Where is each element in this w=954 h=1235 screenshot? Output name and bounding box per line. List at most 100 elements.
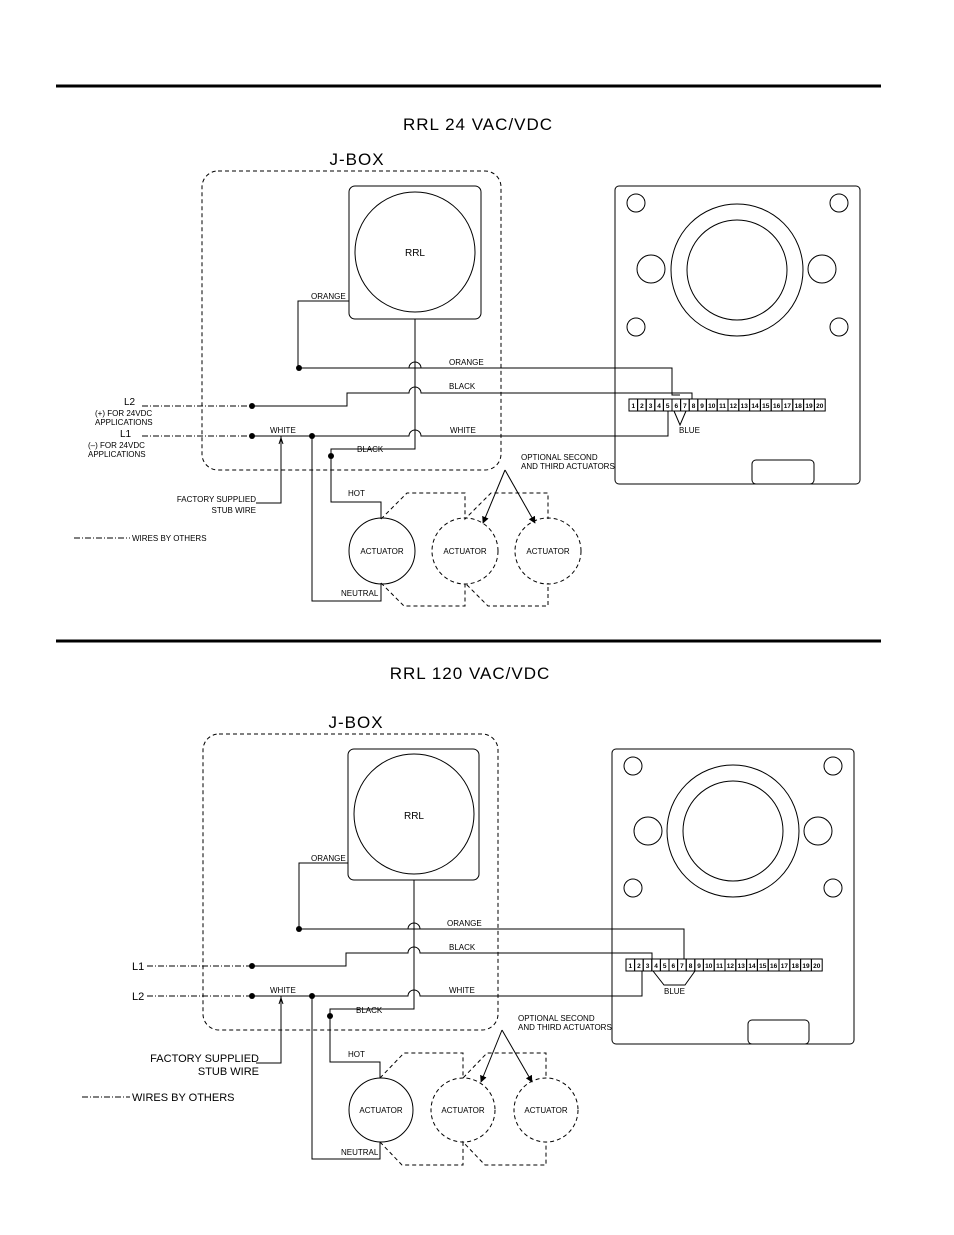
- rrl-label: RRL: [404, 811, 424, 822]
- rrl-label: RRL: [405, 248, 425, 259]
- terminal-label: 16: [770, 963, 778, 970]
- terminal-label: 18: [792, 963, 800, 970]
- terminal-label: 20: [813, 963, 821, 970]
- terminal-label: 13: [741, 403, 749, 410]
- terminal-label: 20: [816, 403, 824, 410]
- wire-label-white-left: WHITE: [270, 986, 296, 995]
- line-b-note-2: APPLICATIONS: [88, 450, 146, 459]
- terminal-label: 16: [773, 403, 781, 410]
- terminal-label: 11: [719, 403, 726, 410]
- terminal-label: 7: [680, 963, 684, 970]
- svg-text:ACTUATOR: ACTUATOR: [360, 547, 403, 556]
- jbox-label: J-BOX: [328, 713, 383, 732]
- actuator-3: ACTUATOR: [513, 1077, 579, 1143]
- jbox-outline: [201, 170, 502, 471]
- optional-note-1: OPTIONAL SECOND: [518, 1014, 595, 1023]
- terminal-label: 15: [759, 963, 767, 970]
- terminal-label: 5: [663, 963, 667, 970]
- actuator-3: ACTUATOR: [514, 517, 582, 585]
- optional-note-1: OPTIONAL SECOND: [521, 453, 598, 462]
- line-a-note-2: APPLICATIONS: [95, 418, 153, 427]
- terminal-label: 15: [762, 403, 770, 410]
- wire-label-white-left: WHITE: [270, 426, 296, 435]
- terminal-label: 9: [697, 963, 701, 970]
- terminal-label: 4: [657, 403, 661, 410]
- terminal-label: 12: [730, 403, 738, 410]
- terminal-label: 2: [640, 403, 644, 410]
- line-b-label: L1: [120, 429, 132, 440]
- terminal-label: 3: [646, 963, 650, 970]
- wiring: [82, 862, 696, 1166]
- svg-text:ACTUATOR: ACTUATOR: [524, 1106, 567, 1115]
- wire-label-orange: ORANGE: [447, 919, 482, 928]
- terminal-label: 11: [716, 963, 723, 970]
- wire-label-neutral: NEUTRAL: [341, 1148, 379, 1157]
- terminal-label: 9: [700, 403, 704, 410]
- terminal-label: 13: [738, 963, 746, 970]
- wire-label-orange: ORANGE: [449, 358, 484, 367]
- wires-by-others: WIRES BY OTHERS: [132, 1092, 234, 1104]
- terminal-label: 2: [637, 963, 641, 970]
- actuator-2: ACTUATOR: [431, 517, 499, 585]
- wire-label-hot: HOT: [348, 1050, 365, 1059]
- wire-label-black-lower: BLACK: [356, 1006, 383, 1015]
- terminal-20: [810, 958, 823, 972]
- wire-label-orange-top: ORANGE: [311, 292, 346, 301]
- wire-label-white: WHITE: [449, 986, 475, 995]
- wire-label-white: WHITE: [450, 426, 476, 435]
- terminal-20: [813, 398, 826, 412]
- terminal-label: 10: [705, 963, 713, 970]
- terminal-label: 6: [671, 963, 675, 970]
- wire-label-neutral: NEUTRAL: [341, 589, 379, 598]
- svg-text:ACTUATOR: ACTUATOR: [443, 547, 486, 556]
- optional-note-2: AND THIRD ACTUATORS: [518, 1023, 612, 1032]
- wires-by-others: WIRES BY OTHERS: [132, 534, 207, 543]
- terminal-label: 14: [751, 403, 759, 410]
- terminal-label: 1: [628, 963, 632, 970]
- terminal-label: 5: [666, 403, 670, 410]
- wire-label-orange-top: ORANGE: [311, 854, 346, 863]
- line-a-label: L2: [124, 397, 136, 408]
- jbox-outline: [202, 733, 499, 1031]
- terminal-label: 8: [692, 403, 696, 410]
- terminal-label: 17: [781, 963, 789, 970]
- factory-note-2: STUB WIRE: [198, 1066, 259, 1078]
- svg-text:ACTUATOR: ACTUATOR: [526, 547, 569, 556]
- terminal-label: 19: [805, 403, 813, 410]
- line-a-label: L1: [132, 961, 144, 973]
- controller-board: [611, 748, 855, 1045]
- factory-note-1: FACTORY SUPPLIED: [177, 495, 256, 504]
- terminal-label: 6: [674, 403, 678, 410]
- terminal-label: 1: [631, 403, 635, 410]
- rrl-circle: [353, 753, 475, 875]
- wiring: [74, 300, 693, 607]
- actuator-2: ACTUATOR: [430, 1077, 496, 1143]
- actuator-1: ACTUATOR: [348, 517, 416, 585]
- line-b-note-1: (–) FOR 24VDC: [88, 441, 145, 450]
- terminal-label: 7: [683, 403, 687, 410]
- terminal-label: 4: [654, 963, 658, 970]
- wire-label-hot: HOT: [348, 489, 365, 498]
- wire-label-blue: BLUE: [664, 987, 685, 996]
- terminal-label: 17: [784, 403, 792, 410]
- wire-label-black: BLACK: [449, 943, 476, 952]
- controller-board: [614, 185, 861, 485]
- factory-note-2: STUB WIRE: [212, 506, 256, 515]
- svg-text:ACTUATOR: ACTUATOR: [441, 1106, 484, 1115]
- diagram-title: RRL 24 VAC/VDC: [403, 115, 553, 134]
- wire-label-blue: BLUE: [679, 426, 700, 435]
- terminal-label: 8: [689, 963, 693, 970]
- terminal-label: 3: [649, 403, 653, 410]
- wire-label-black-lower: BLACK: [357, 445, 384, 454]
- line-a-note-1: (+) FOR 24VDC: [95, 409, 152, 418]
- terminal-label: 19: [802, 963, 810, 970]
- terminal-label: 18: [795, 403, 803, 410]
- terminal-label: 14: [748, 963, 756, 970]
- terminal-label: 10: [708, 403, 716, 410]
- terminal-label: 12: [727, 963, 735, 970]
